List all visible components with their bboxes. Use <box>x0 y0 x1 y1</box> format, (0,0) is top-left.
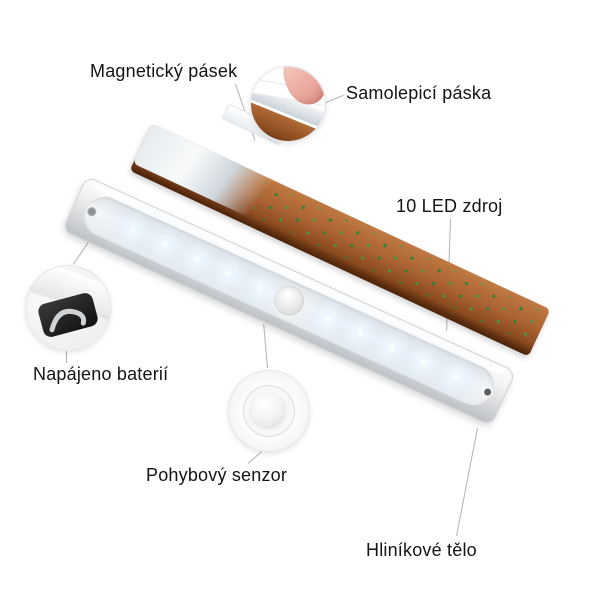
led-dot <box>415 354 432 371</box>
led-dot <box>352 325 368 342</box>
label-motion-sensor: Pohybový senzor <box>146 465 288 485</box>
label-battery-powered: Napájeno baterií <box>33 364 169 384</box>
inset-adhesive-tape <box>250 66 326 142</box>
inset-battery-compartment <box>25 265 111 351</box>
led-dot <box>220 265 237 282</box>
sensor-dome <box>251 393 285 427</box>
label-aluminum-body: Hliníkové tělo <box>366 540 477 560</box>
inset-motion-sensor <box>228 370 310 452</box>
led-dot <box>252 280 269 297</box>
callout-line-sensor-label <box>247 451 262 464</box>
led-dot <box>320 310 337 327</box>
metal-clip-icon <box>40 291 98 345</box>
label-magnetic-strip: Magnetický pásek <box>90 61 238 81</box>
led-dot <box>125 222 142 239</box>
callout-line-sensor-inset <box>263 324 268 368</box>
callout-line-aluminum-body <box>456 428 478 537</box>
led-dot <box>447 368 464 385</box>
led-dot <box>189 251 206 268</box>
label-led-source: 10 LED zdroj <box>396 196 503 216</box>
led-dot <box>157 236 174 253</box>
label-adhesive-tape: Samolepicí páska <box>346 83 492 103</box>
callout-line-adhesive-tape <box>324 94 344 104</box>
led-dot <box>383 339 400 356</box>
callout-line-battery-label <box>66 350 67 363</box>
